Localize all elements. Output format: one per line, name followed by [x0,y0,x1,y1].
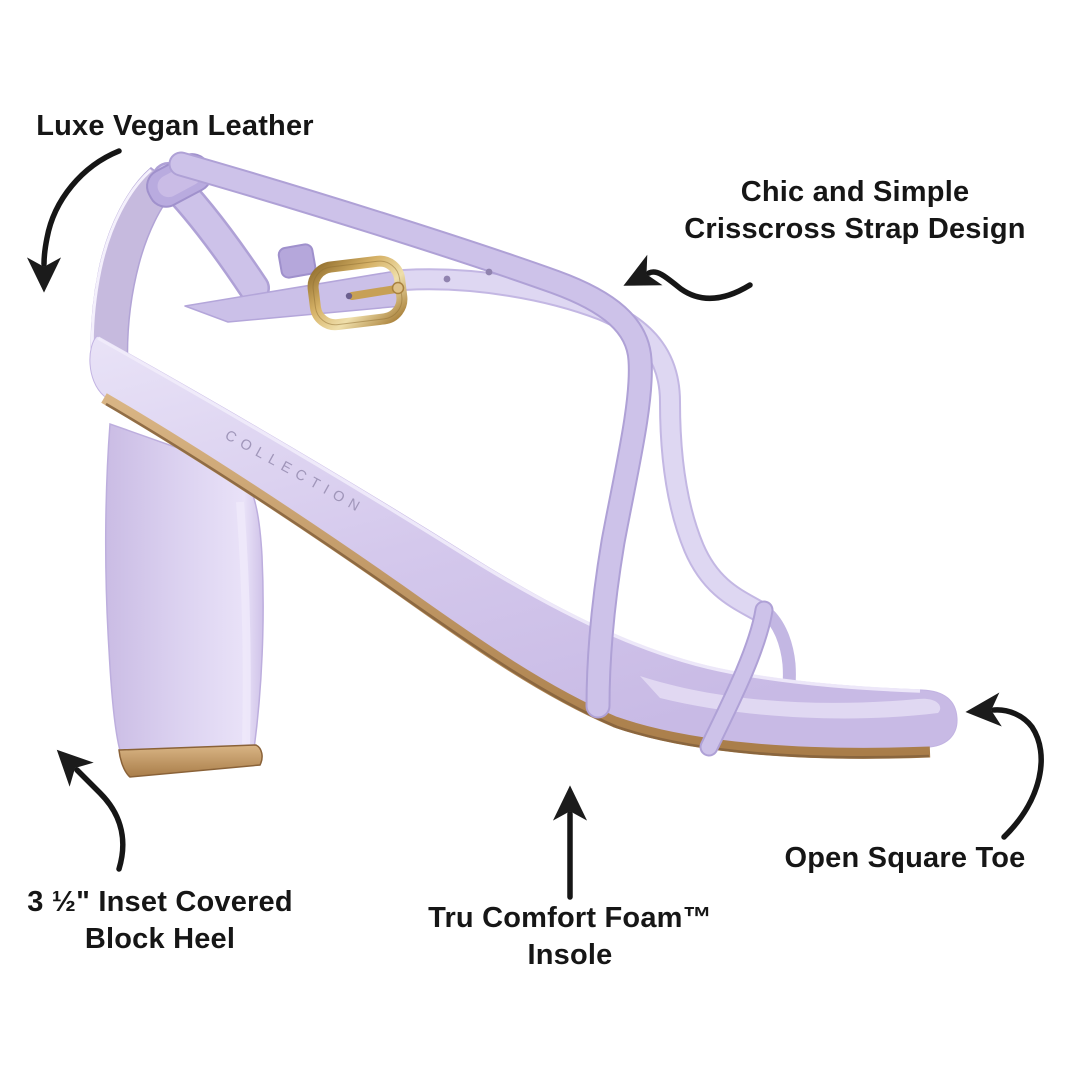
outsole-dark-line [105,402,930,759]
strap-hole-1 [443,275,451,283]
callout-block-heel-line-1: 3 ½" Inset Covered [27,886,293,918]
callout-open-square-toe-line: Open Square Toe [784,842,1026,874]
buckle-pin-knob [391,281,405,295]
buckle-pin-hole [345,292,353,300]
callout-insole: Tru Comfort Foam™ Insole [415,900,725,974]
toe-arrow-icon [965,692,1044,840]
vegan-leather-arrow-icon [26,148,122,293]
callout-vegan-leather: Luxe Vegan Leather [30,108,320,145]
block-heel-arrow-icon [56,749,126,872]
callout-crisscross-line-2: Crisscross Strap Design [684,213,1026,245]
buckle-pin [348,285,400,300]
callout-arrows [26,148,1044,900]
callout-crisscross: Chic and Simple Crisscross Strap Design [655,174,1055,248]
heel-block-highlight [236,501,251,745]
toe-bed-surface [640,676,941,719]
crisscross-strap-back [393,268,771,623]
footbed-rim-highlight [97,336,921,693]
callout-crisscross-line-1: Chic and Simple [740,176,970,208]
midsole-tan-edge [101,393,931,759]
heel-strap-piping [90,168,152,367]
callout-vegan-leather-line: Luxe Vegan Leather [36,110,314,142]
callout-insole-line-1: Tru Comfort Foam™ [428,902,712,934]
callout-block-heel-line-2: Block Heel [84,923,236,955]
strap-hole-2 [485,268,493,276]
heel-sole [118,744,263,778]
crisscross-arrow-icon [623,254,753,302]
crisscross-strap-front [168,151,653,719]
callout-open-square-toe: Open Square Toe [750,840,1060,877]
callout-insole-line-2: Insole [527,939,613,971]
callout-block-heel: 3 ½" Inset Covered Block Heel [5,884,315,958]
toe-strap [699,600,774,757]
buckle-keeper-tab [277,243,317,279]
